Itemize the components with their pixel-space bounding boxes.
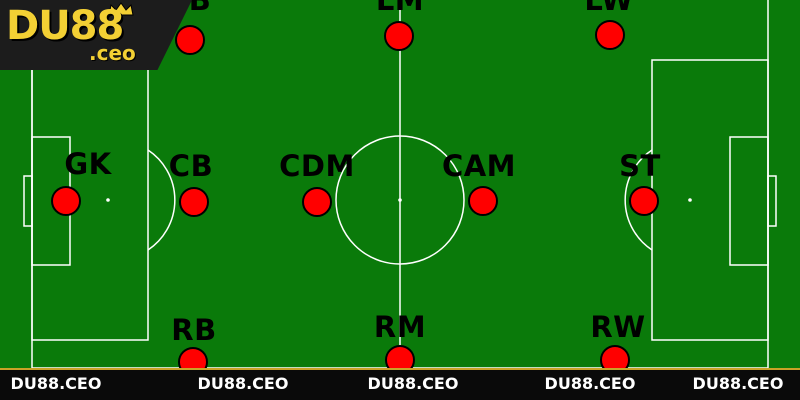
watermark-text: DU88.CEO xyxy=(692,374,784,393)
player-dot-lb[interactable] xyxy=(175,25,205,55)
player-dot-cam[interactable] xyxy=(468,186,498,216)
player-dot-cb[interactable] xyxy=(179,187,209,217)
right-penalty-arc xyxy=(624,149,653,251)
position-label-rb: RB xyxy=(171,313,217,347)
crown-icon xyxy=(108,2,134,16)
position-label-cb: CB xyxy=(168,149,214,183)
position-label-st: ST xyxy=(619,149,661,183)
right-goal xyxy=(767,175,777,227)
position-label-lw: LW xyxy=(584,0,634,17)
position-label-cdm: CDM xyxy=(279,149,355,183)
watermark-text: DU88.CEO xyxy=(544,374,636,393)
watermark-text: DU88.CEO xyxy=(367,374,459,393)
position-label-cam: CAM xyxy=(441,149,517,183)
position-label-lb: B xyxy=(188,0,212,17)
player-dot-gk[interactable] xyxy=(51,186,81,216)
logo-sub-text: .ceo xyxy=(89,41,136,65)
watermark-bar: DU88.CEO DU88.CEO DU88.CEO DU88.CEO DU88… xyxy=(0,368,800,400)
watermark-text: DU88.CEO xyxy=(10,374,102,393)
left-penalty-spot xyxy=(106,198,110,202)
brand-logo[interactable]: DU88 .ceo xyxy=(0,0,192,70)
center-circle xyxy=(335,135,465,265)
position-label-rm: RM xyxy=(373,310,427,344)
player-dot-lm[interactable] xyxy=(384,21,414,51)
position-label-lm: LM xyxy=(375,0,425,17)
player-dot-cdm[interactable] xyxy=(302,187,332,217)
left-penalty-arc xyxy=(147,149,176,251)
center-spot xyxy=(398,198,402,202)
position-label-rw: RW xyxy=(590,310,646,344)
logo-background xyxy=(0,0,192,70)
position-label-gk: GK xyxy=(64,147,112,181)
watermark-text: DU88.CEO xyxy=(197,374,289,393)
left-goal xyxy=(23,175,33,227)
right-penalty-spot xyxy=(688,198,692,202)
logo-main-text: DU88 xyxy=(6,3,124,49)
player-dot-st[interactable] xyxy=(629,186,659,216)
player-dot-lw[interactable] xyxy=(595,20,625,50)
